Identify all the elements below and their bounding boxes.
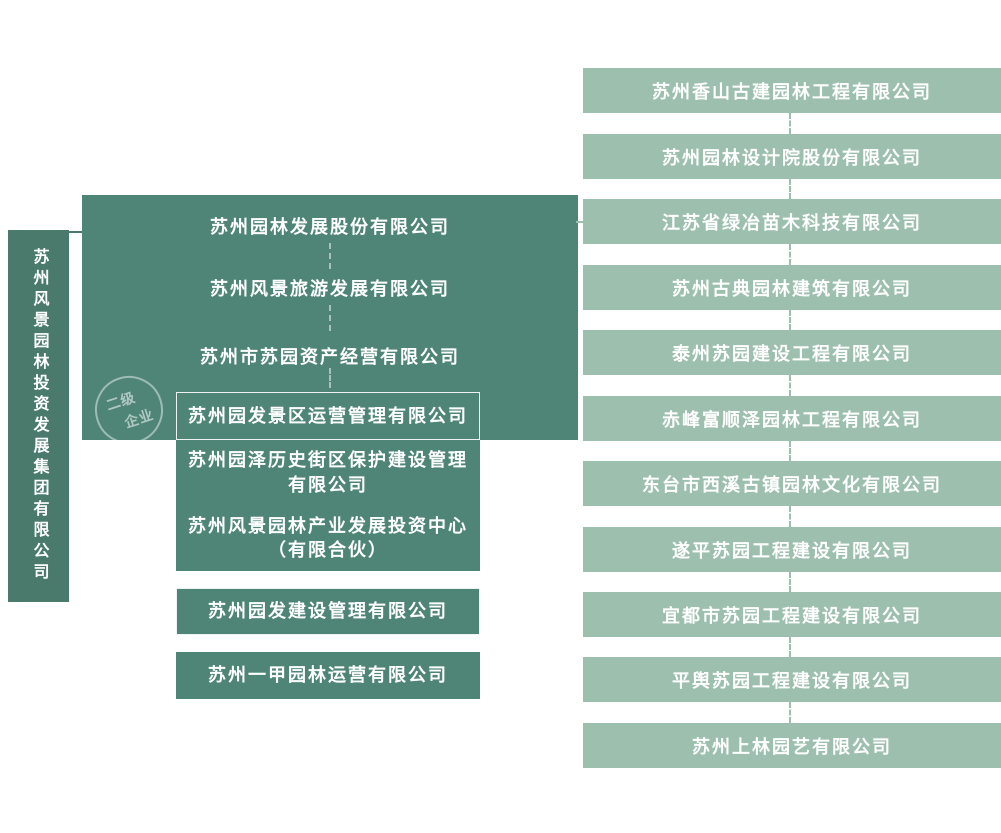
dashed-connector-line: [789, 375, 791, 396]
tier2-label: 苏州园发建设管理有限公司: [208, 601, 448, 622]
root-label: 苏州风景园林投资发展集团有限公司: [30, 248, 48, 584]
tier2-node: 苏州园发建设管理有限公司: [176, 588, 480, 635]
tier3-node: 江苏省绿冶苗木科技有限公司: [583, 199, 1001, 244]
dashed-connector-line: [789, 244, 791, 265]
dashed-connector-line: [329, 243, 331, 269]
dashed-connector-line: [329, 368, 331, 388]
tier3-node: 泰州苏园建设工程有限公司: [583, 330, 1001, 375]
tier3-node: 赤峰富顺泽园林工程有限公司: [583, 396, 1001, 441]
tier2-label: 苏州风景园林产业发展投资中心: [188, 515, 468, 536]
tier2-label: 苏州园林发展股份有限公司: [210, 217, 450, 237]
tier2-label: 苏州园发景区运营管理有限公司: [188, 405, 468, 426]
dashed-connector-line: [789, 506, 791, 527]
tier3-label: 苏州香山古建园林工程有限公司: [652, 81, 932, 102]
tier3-node: 平舆苏园工程建设有限公司: [583, 657, 1001, 702]
root-node: 苏州风景园林投资发展集团有限公司: [8, 230, 69, 602]
tier3-label: 宜都市苏园工程建设有限公司: [662, 605, 922, 626]
tier2-node: 苏州市苏园资产经营有限公司: [82, 319, 578, 392]
tier3-label: 平舆苏园工程建设有限公司: [672, 670, 912, 691]
tier2-label: 有限公司: [288, 474, 368, 495]
tier3-node: 遂平苏园工程建设有限公司: [583, 527, 1001, 572]
tier2-node: 苏州一甲园林运营有限公司: [176, 652, 480, 699]
tier2-label: 苏州市苏园资产经营有限公司: [200, 346, 460, 367]
dashed-connector-line: [789, 310, 791, 330]
tier3-node: 东台市西溪古镇园林文化有限公司: [583, 461, 1001, 506]
tier3-label: 苏州园林设计院股份有限公司: [662, 147, 922, 168]
dashed-connector-line: [789, 637, 791, 657]
tier2-node: 苏州园泽历史街区保护建设管理 有限公司: [176, 440, 480, 505]
tier3-label: 赤峰富顺泽园林工程有限公司: [662, 409, 922, 430]
root-connector-line: [69, 231, 82, 233]
tier3-node: 苏州园林设计院股份有限公司: [583, 134, 1001, 179]
tier2-label: 苏州园泽历史街区保护建设管理: [188, 450, 468, 471]
tier2-node: 苏州风景园林产业发展投资中心 （有限合伙）: [176, 505, 480, 571]
tier3-label: 泰州苏园建设工程有限公司: [672, 343, 912, 364]
tier3-node: 苏州香山古建园林工程有限公司: [583, 68, 1001, 113]
dashed-connector-line: [789, 441, 791, 461]
tier3-label: 苏州上林园艺有限公司: [692, 736, 892, 757]
tier3-label: 苏州古典园林建筑有限公司: [672, 278, 912, 299]
tier2-node: 苏州园发景区运营管理有限公司: [176, 392, 480, 440]
panel-connector-line: [576, 221, 584, 223]
tier2-label: 苏州一甲园林运营有限公司: [208, 665, 448, 686]
tier2-node: 苏州风景旅游发展有限公司: [82, 257, 578, 319]
tier3-node: 苏州上林园艺有限公司: [583, 723, 1001, 768]
tier2-label: 苏州风景旅游发展有限公司: [210, 279, 450, 299]
tier3-label: 东台市西溪古镇园林文化有限公司: [642, 474, 942, 495]
dashed-connector-line: [789, 702, 791, 723]
tier3-label: 江苏省绿冶苗木科技有限公司: [662, 212, 922, 233]
tier2-label: （有限合伙）: [268, 540, 388, 560]
dashed-connector-line: [789, 572, 791, 592]
tier3-label: 遂平苏园工程建设有限公司: [672, 540, 912, 561]
tier2-node: 苏州园林发展股份有限公司: [82, 195, 578, 257]
tier3-node: 宜都市苏园工程建设有限公司: [583, 592, 1001, 637]
dashed-connector-line: [329, 305, 331, 331]
tier3-node: 苏州古典园林建筑有限公司: [583, 265, 1001, 310]
dashed-connector-line: [789, 113, 791, 134]
dashed-connector-line: [789, 179, 791, 199]
